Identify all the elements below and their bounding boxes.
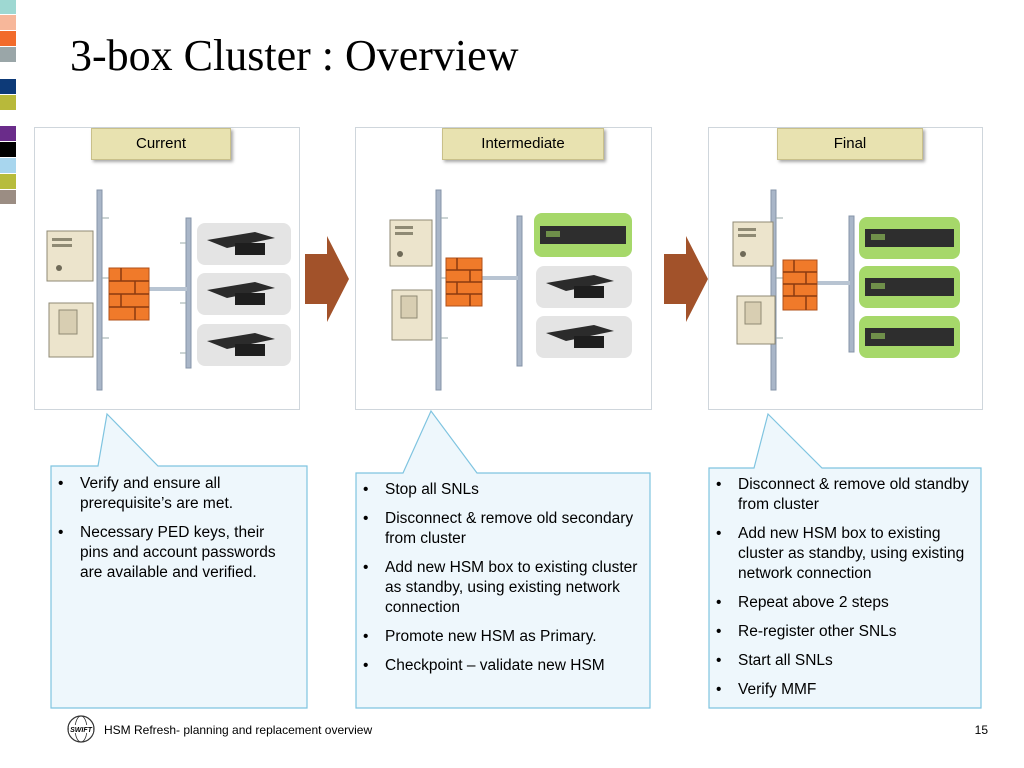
server-icon [391,289,433,341]
slide-title: 3-box Cluster : Overview [70,31,519,80]
next-stage-arrow [305,236,349,322]
server-icon [732,221,774,267]
stage-panel-current: Current [34,127,300,410]
bullet-item: Disconnect & remove old standby from clu… [716,475,970,515]
callout-current: Verify and ensure all prerequisite’s are… [50,412,310,712]
server-icon [48,302,94,358]
hsm-new-icon [859,217,960,259]
page-number: 15 [974,723,988,737]
bullet-list-current: Verify and ensure all prerequisite’s are… [50,474,295,592]
stage-label-final: Final [777,128,923,160]
hsm-new-icon [534,213,632,257]
next-stage-arrow [664,236,708,322]
bullet-list-final: Disconnect & remove old standby from clu… [708,475,970,709]
network-diagram-current [46,189,291,391]
footer-text: HSM Refresh- planning and replacement ov… [104,723,373,737]
stage-label-intermediate: Intermediate [442,128,604,160]
bullet-item: Repeat above 2 steps [716,593,970,613]
hsm-old-icon [197,223,291,265]
stage-label-current: Current [91,128,231,160]
hsm-new-icon [859,266,960,308]
bullet-item: Add new HSM box to existing cluster as s… [716,524,970,584]
hsm-old-icon [536,266,632,308]
bullet-item: Checkpoint – validate new HSM [363,656,640,676]
bullet-item: Disconnect & remove old secondary from c… [363,509,640,549]
firewall-icon [782,259,818,311]
callout-final: Disconnect & remove old standby from clu… [708,412,984,712]
hsm-old-icon [536,316,632,358]
bullet-item: Re-register other SNLs [716,622,970,642]
stage-panel-final: Final [708,127,983,410]
callout-intermediate: Stop all SNLs Disconnect & remove old se… [355,409,653,712]
bullet-item: Stop all SNLs [363,480,640,500]
bullet-item: Add new HSM box to existing cluster as s… [363,558,640,618]
hsm-old-icon [197,324,291,366]
bullet-item: Start all SNLs [716,651,970,671]
network-diagram-intermediate [389,189,632,391]
bullet-item: Promote new HSM as Primary. [363,627,640,647]
svg-text:SWIFT: SWIFT [70,727,92,734]
stage-panel-intermediate: Intermediate [355,127,652,410]
server-icon [389,219,433,267]
network-diagram-final [732,189,960,391]
bullet-item: Verify and ensure all prerequisite’s are… [58,474,295,514]
hsm-new-icon [859,316,960,358]
server-icon [736,295,776,345]
firewall-icon [445,257,483,307]
bullet-list-intermediate: Stop all SNLs Disconnect & remove old se… [355,480,640,685]
swift-logo: SWIFT [67,715,95,743]
bullet-item: Necessary PED keys, their pins and accou… [58,523,295,583]
server-icon [46,230,94,282]
hsm-old-icon [197,273,291,315]
bullet-item: Verify MMF [716,680,970,700]
firewall-icon [108,267,150,321]
